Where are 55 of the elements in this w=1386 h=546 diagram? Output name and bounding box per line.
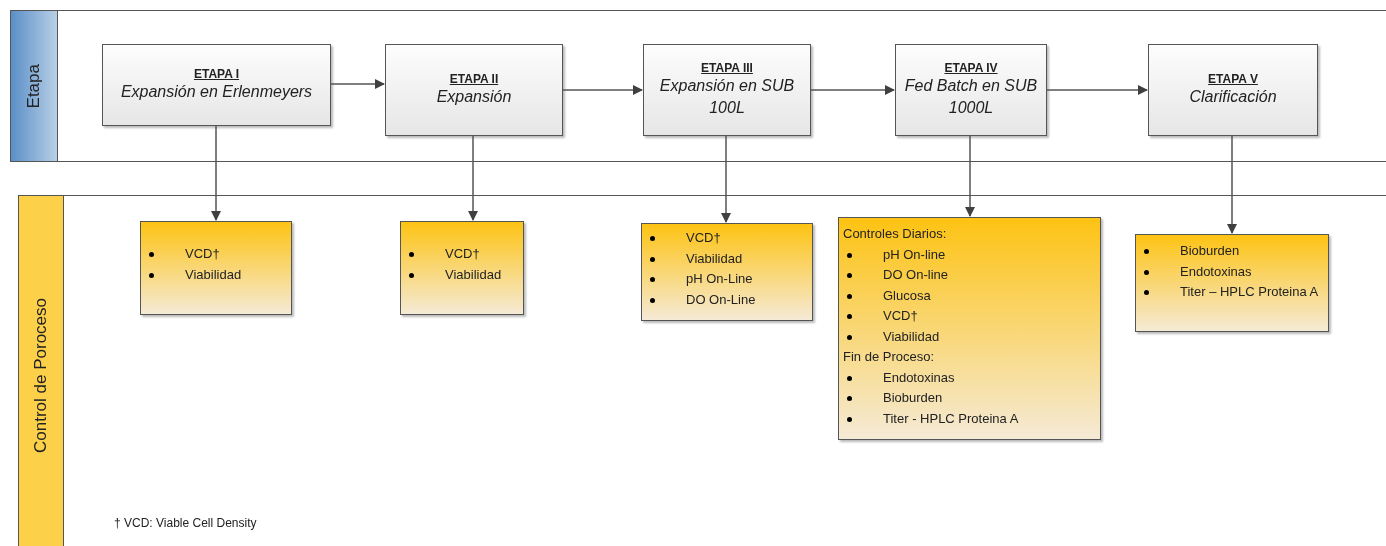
arrow xyxy=(329,79,385,89)
stage-number: ETAPA V xyxy=(1208,72,1258,86)
list-item: VCD† xyxy=(843,306,1096,327)
list-item: Endotoxinas xyxy=(1140,261,1324,282)
arrow xyxy=(561,85,643,95)
list-item: DO On-line xyxy=(843,265,1096,286)
arrow xyxy=(1045,85,1148,95)
swimlane xyxy=(10,10,1386,162)
stage-name: Expansión en SUB 100L xyxy=(658,76,796,118)
list-item: Bioburden xyxy=(1140,241,1324,262)
checklist-box xyxy=(838,217,1101,440)
list-item: VCD† xyxy=(405,244,519,265)
stage-name: Fed Batch en SUB 1000L xyxy=(903,76,1039,118)
list-item: VCD† xyxy=(646,228,808,249)
list-item: Viabilidad xyxy=(843,326,1096,347)
list-item: Viabilidad xyxy=(646,248,808,269)
footnote: † VCD: Viable Cell Density xyxy=(114,516,257,530)
lane-title: Control de Poroceso xyxy=(31,297,51,453)
list-item: VCD† xyxy=(145,244,287,265)
process-box xyxy=(643,44,811,136)
stage-name: Expansión en Erlenmeyers xyxy=(120,82,313,102)
process-box xyxy=(385,44,563,136)
stage-number: ETAPA IV xyxy=(944,61,998,75)
stage-number: ETAPA II xyxy=(449,72,499,86)
checklist-box xyxy=(140,221,292,315)
arrow xyxy=(809,85,895,95)
checklist-box xyxy=(641,223,813,321)
list-heading: Controles Diarios: xyxy=(843,225,948,243)
arrow xyxy=(721,134,731,223)
list-item: Glucosa xyxy=(843,285,1096,306)
stage-number: ETAPA I xyxy=(193,67,240,81)
list-heading: Fin de Proceso: xyxy=(843,348,936,366)
arrow xyxy=(468,134,478,221)
list-item: pH On-line xyxy=(843,244,1096,265)
checklist-box xyxy=(1135,234,1329,332)
checklist-box xyxy=(400,221,524,315)
process-box xyxy=(1148,44,1318,136)
swimlane xyxy=(18,195,1386,546)
arrow xyxy=(965,134,975,217)
stage-number: ETAPA III xyxy=(701,61,753,75)
lane-title: Etapa xyxy=(24,63,44,109)
process-box xyxy=(102,44,331,126)
process-box xyxy=(895,44,1047,136)
stage-name: Clarificación xyxy=(1189,87,1277,107)
arrow xyxy=(1227,134,1237,234)
list-item: Viabilidad xyxy=(405,264,519,285)
list-item: Bioburden xyxy=(843,388,1096,409)
list-item: Titer – HPLC Proteina A xyxy=(1140,282,1324,303)
arrow xyxy=(211,124,221,221)
stage-name: Expansión xyxy=(436,87,512,107)
list-item: Viabilidad xyxy=(145,264,287,285)
list-item: Titer - HPLC Proteina A xyxy=(843,408,1096,429)
list-item: Endotoxinas xyxy=(843,367,1096,388)
list-item: pH On-Line xyxy=(646,269,808,290)
list-item: DO On-Line xyxy=(646,289,808,310)
